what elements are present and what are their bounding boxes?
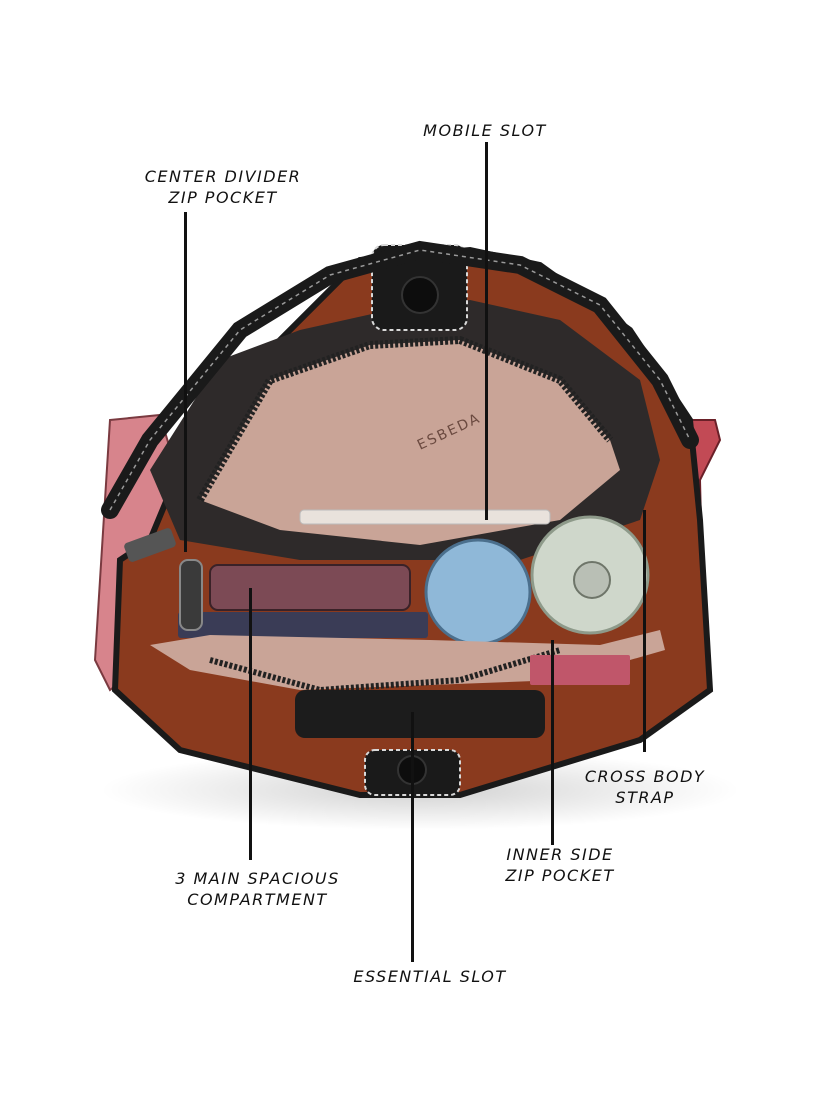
center-divider-zipper xyxy=(196,335,614,503)
label-cross-body: CROSS BODY STRAP xyxy=(570,766,720,808)
label-mobile-slot-text: MOBILE SLOT xyxy=(423,121,547,140)
label-mobile-slot: MOBILE SLOT xyxy=(400,120,570,141)
essential-slot xyxy=(295,690,545,738)
label-main-compartment-line1: 3 MAIN SPACIOUS xyxy=(175,869,340,888)
bag-handle xyxy=(101,240,699,519)
leader-inner-side xyxy=(551,640,554,845)
label-inner-side-line1: INNER SIDE xyxy=(506,845,614,864)
label-center-divider-line1: CENTER DIVIDER xyxy=(144,167,302,186)
label-main-compartment-line2: COMPARTMENT xyxy=(187,890,328,909)
leader-mobile-slot xyxy=(485,142,488,520)
mobile-slot xyxy=(299,509,551,525)
leader-essential-slot xyxy=(411,712,414,962)
zipper-puller-tab xyxy=(179,559,203,631)
center-divider-pocket xyxy=(200,340,620,545)
label-cross-body-line2: STRAP xyxy=(615,788,675,807)
lipgloss-item xyxy=(209,564,411,611)
leader-center-divider xyxy=(184,212,187,552)
label-center-divider-line2: ZIP POCKET xyxy=(168,188,278,207)
label-inner-side: INNER SIDE ZIP POCKET xyxy=(480,844,640,886)
label-inner-side-line2: ZIP POCKET xyxy=(505,866,615,885)
zipper-pull-left xyxy=(124,528,176,562)
stripe-item xyxy=(530,655,630,685)
leader-main-compartment xyxy=(249,588,252,860)
label-cross-body-line1: CROSS BODY xyxy=(584,767,706,786)
notebook-item xyxy=(178,612,428,638)
leader-cross-body xyxy=(643,510,646,752)
inner-side-zipper xyxy=(209,647,561,694)
container-cap xyxy=(573,561,611,599)
label-essential-slot: ESSENTIAL SLOT xyxy=(330,966,530,987)
label-center-divider: CENTER DIVIDER ZIP POCKET xyxy=(128,166,318,208)
top-snap xyxy=(401,276,439,314)
compact-mirror-item xyxy=(424,538,532,646)
label-main-compartment: 3 MAIN SPACIOUS COMPARTMENT xyxy=(160,868,355,910)
label-essential-slot-text: ESSENTIAL SLOT xyxy=(353,967,507,986)
